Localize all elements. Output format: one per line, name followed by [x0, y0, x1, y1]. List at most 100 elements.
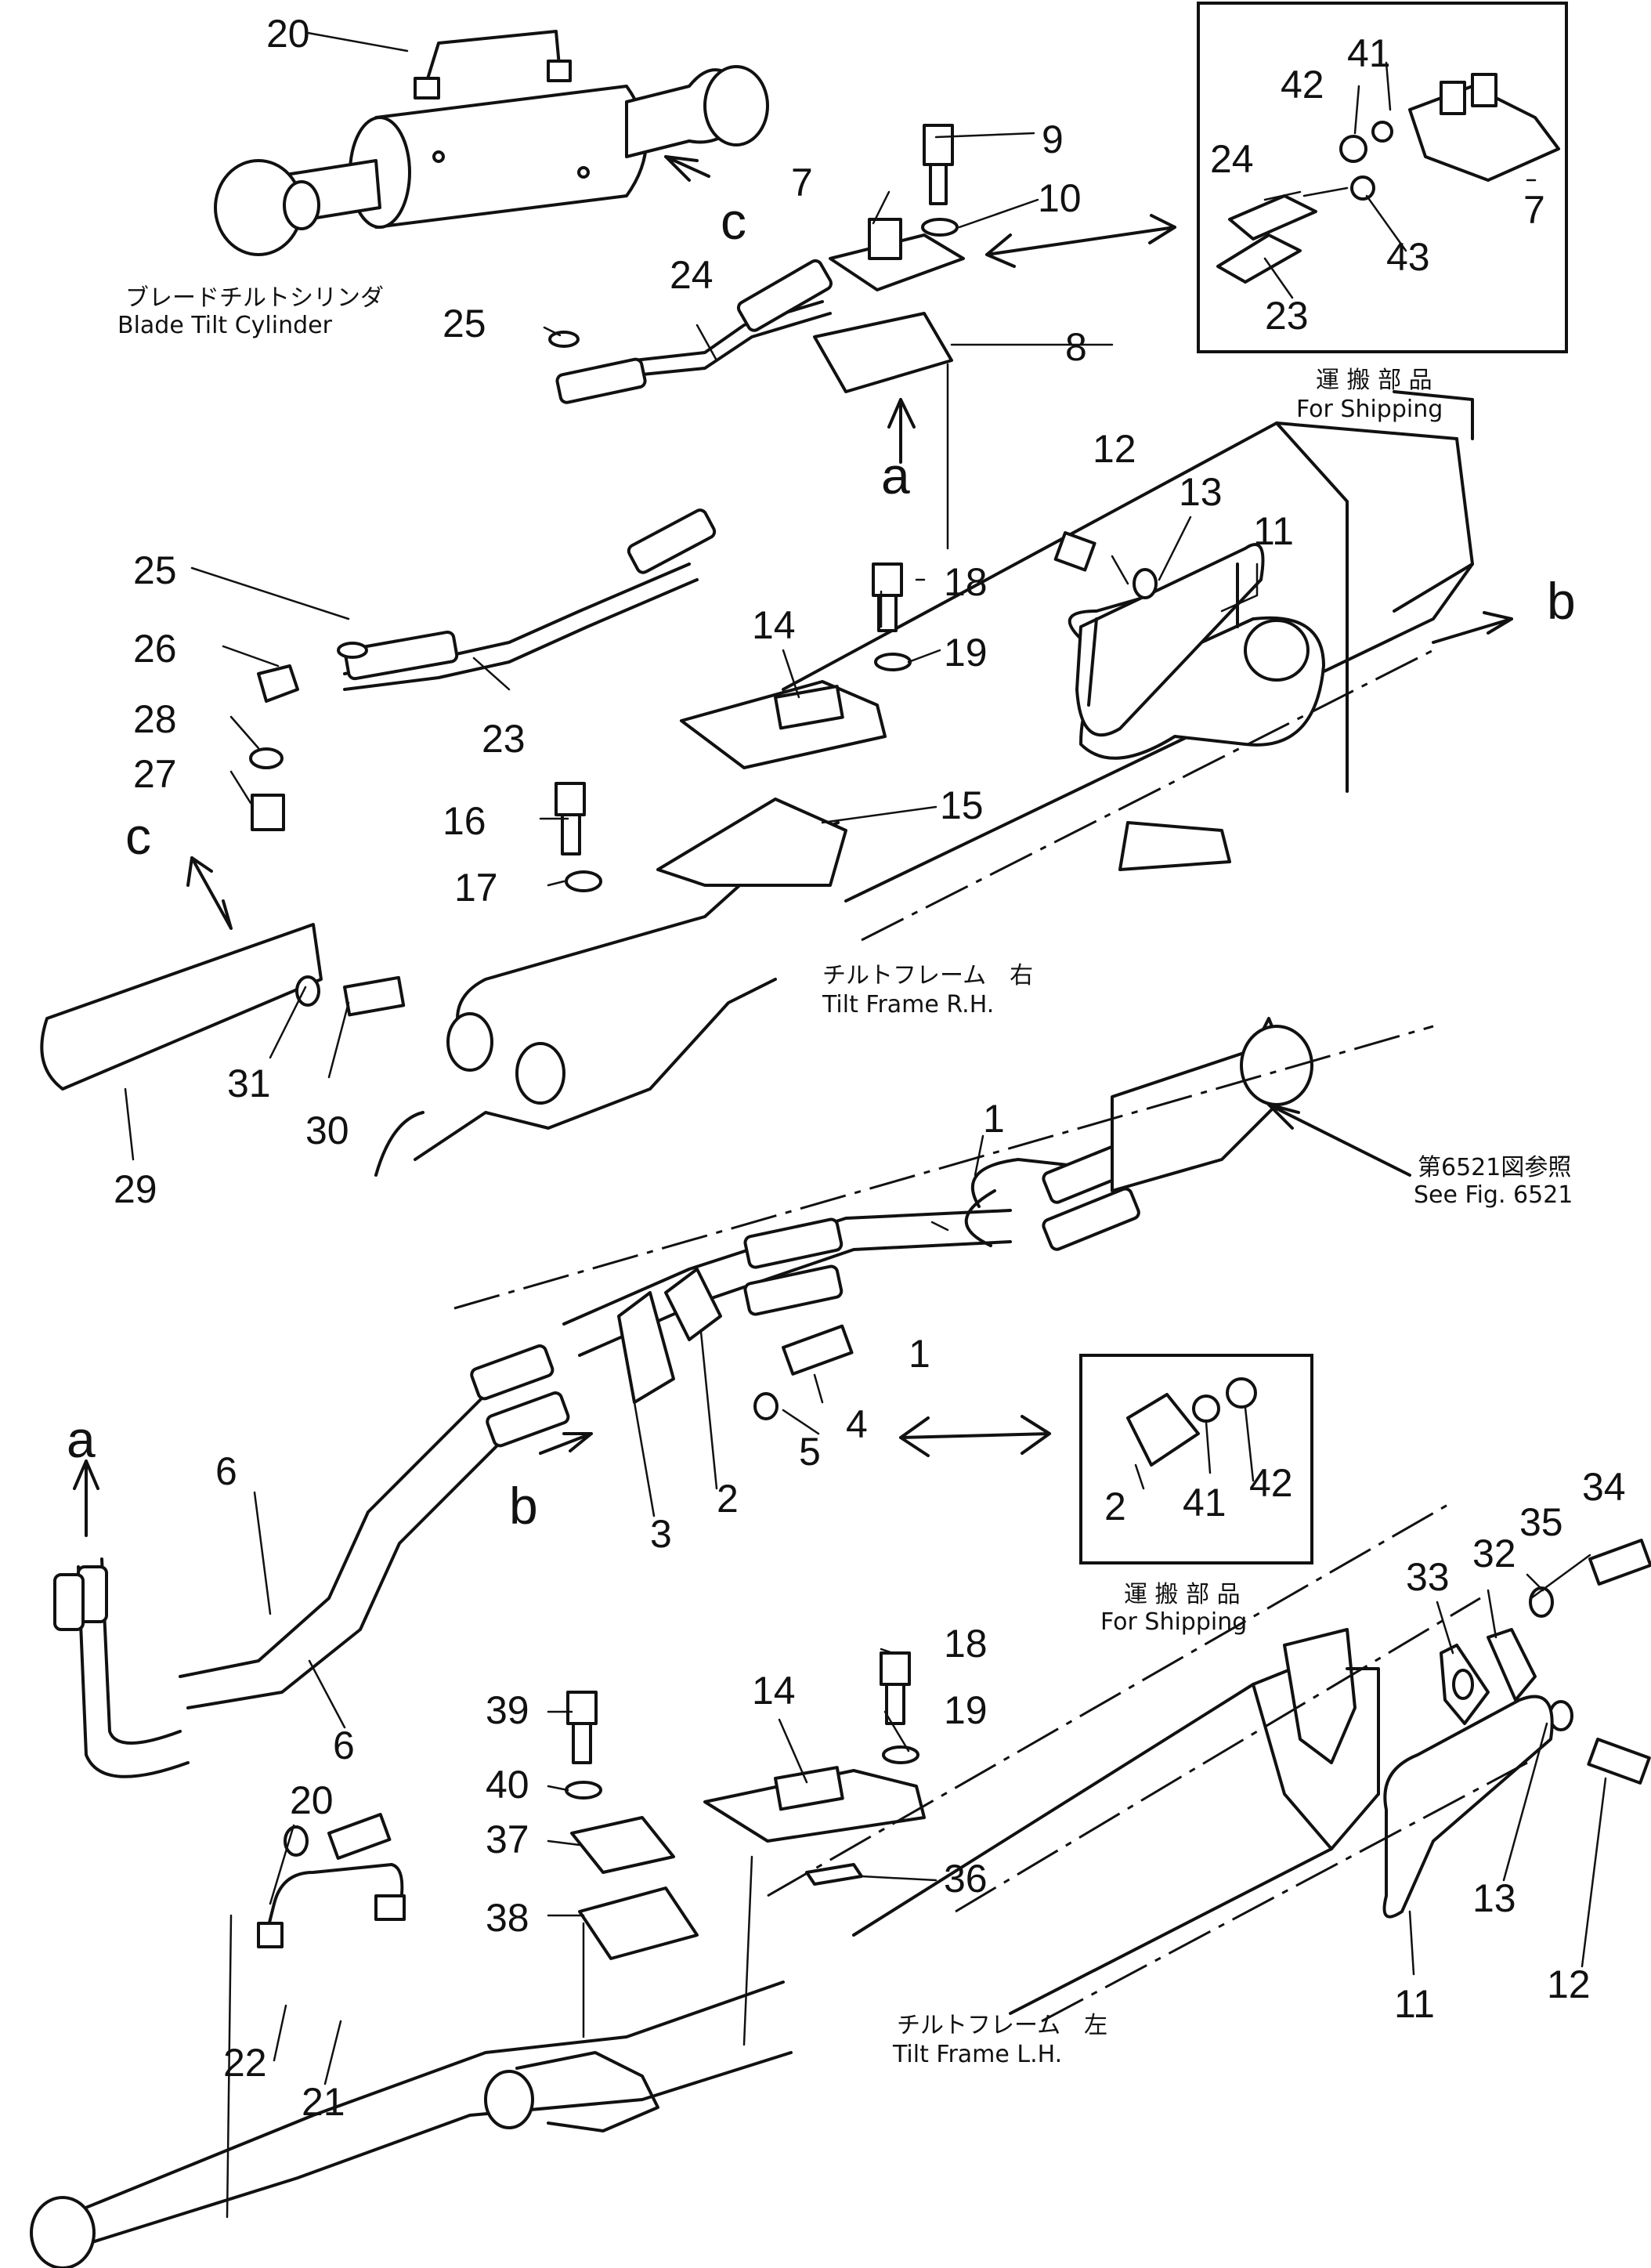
- caption-see-fig-jp: 第6521図参照: [1418, 1154, 1571, 1181]
- leader-lines: [124, 31, 1607, 2219]
- caption-tilt-frame-lh-jp: チルトフレーム 左: [897, 2012, 1107, 2039]
- callout-40: 40: [486, 1763, 529, 1807]
- callout-41: 41: [1347, 31, 1391, 75]
- double-arrow-2: [899, 1415, 1051, 1457]
- caption-tilt-frame-rh-en: Tilt Frame R.H.: [822, 991, 994, 1018]
- handle-20-bottom: [265, 1863, 404, 1937]
- ref-a-top: a: [881, 447, 910, 505]
- ref-c-left: c: [125, 807, 151, 865]
- callout-25-mid: 25: [133, 548, 177, 592]
- gasket-38: [578, 1886, 699, 1960]
- callout-43: 43: [1386, 235, 1430, 279]
- callout-6-left: 6: [215, 1449, 237, 1493]
- callout-1-bottom: 1: [909, 1332, 930, 1376]
- ref-b-right: b: [1547, 572, 1576, 630]
- gasket-3: [617, 1291, 675, 1404]
- shipping-box-1: [1197, 2, 1568, 353]
- callout-9: 9: [1042, 118, 1064, 161]
- caption-tilt-frame-lh-en: Tilt Frame L.H.: [892, 2041, 1062, 2068]
- hoses: [77, 300, 1161, 1778]
- caption-tilt-frame-rh-jp: チルトフレーム 右: [822, 962, 1033, 989]
- callout-21: 21: [302, 2080, 345, 2124]
- caption-shipping-2-jp: 運 搬 部 品: [1124, 1581, 1241, 1608]
- callout-14-bottom: 14: [752, 1669, 796, 1713]
- plate-32: [1487, 1628, 1537, 1702]
- caption-cylinder-en: Blade Tilt Cylinder: [117, 312, 333, 339]
- callout-20-bottom: 20: [290, 1778, 334, 1822]
- tilt-frame-lh-drawing: [30, 1628, 1380, 2268]
- centerline-1: [453, 1025, 1434, 1310]
- callout-31: 31: [227, 1062, 271, 1105]
- blade-tilt-cylinder-drawing: [214, 30, 769, 256]
- callout-35: 35: [1519, 1500, 1563, 1544]
- caption-shipping-2-en: For Shipping: [1100, 1608, 1247, 1636]
- callout-24-box: 24: [1210, 137, 1254, 181]
- callout-numbers: 20 9 10 7 41 42 24 7 43 23 25 24 8 12 13…: [114, 12, 1626, 2124]
- plate-36: [805, 1863, 863, 1886]
- callout-2: 2: [717, 1477, 739, 1521]
- callout-36: 36: [944, 1857, 988, 1901]
- callout-17: 17: [454, 866, 498, 910]
- callout-20: 20: [266, 12, 310, 56]
- callout-38: 38: [486, 1896, 529, 1940]
- shipping-box-1-parts: [1216, 73, 1560, 284]
- callout-10: 10: [1038, 176, 1082, 220]
- flange-2: [664, 1268, 722, 1341]
- hose-fittings: [53, 259, 1140, 1631]
- callout-11-bottom: 11: [1394, 1982, 1435, 2026]
- callout-30: 30: [305, 1109, 349, 1152]
- callout-12-bottom: 12: [1547, 1962, 1591, 2006]
- callout-23: 23: [482, 717, 526, 761]
- plate-37: [570, 1816, 675, 1874]
- callout-18-bottom: 18: [944, 1622, 988, 1666]
- callout-18-top: 18: [944, 560, 988, 604]
- end-cap-11-bottom: [1382, 1695, 1554, 1919]
- centerline-4: [1041, 1761, 1528, 2023]
- bracket-15: [656, 798, 847, 887]
- callout-3: 3: [650, 1512, 672, 1556]
- ref-b-mid: b: [509, 1477, 538, 1535]
- callout-37: 37: [486, 1818, 529, 1861]
- direction-arrows: [73, 155, 1513, 1537]
- callout-12-top: 12: [1093, 427, 1136, 471]
- gasket-8: [813, 312, 953, 393]
- callout-1-top: 1: [983, 1097, 1005, 1141]
- ref-c-top: c: [721, 192, 746, 250]
- callout-19-top: 19: [944, 631, 988, 675]
- caption-shipping-1-jp: 運 搬 部 品: [1316, 367, 1432, 394]
- double-arrow-1: [985, 214, 1176, 268]
- callout-42-box: 42: [1249, 1461, 1293, 1505]
- callout-16: 16: [443, 799, 486, 843]
- callout-29: 29: [114, 1167, 157, 1211]
- callout-7-box: 7: [1523, 188, 1545, 232]
- ref-a-left: a: [67, 1410, 96, 1468]
- callout-4: 4: [846, 1402, 868, 1446]
- shipping-box-2-parts: [1126, 1377, 1257, 1467]
- callout-32: 32: [1472, 1532, 1516, 1575]
- caption-shipping-1-en: For Shipping: [1296, 396, 1443, 423]
- callout-42: 42: [1281, 63, 1324, 107]
- end-cap-11-top: [1075, 543, 1265, 737]
- callout-22: 22: [223, 2041, 267, 2085]
- callout-6-right: 6: [333, 1724, 355, 1767]
- callout-8: 8: [1065, 325, 1087, 369]
- cover-29: [40, 923, 323, 1091]
- callout-34: 34: [1582, 1465, 1626, 1509]
- callout-13-top: 13: [1179, 470, 1223, 514]
- callout-33: 33: [1406, 1555, 1450, 1599]
- callout-19-bottom: 19: [944, 1688, 988, 1732]
- callout-26: 26: [133, 627, 177, 671]
- callout-13-bottom: 13: [1472, 1876, 1516, 1920]
- caption-cylinder-jp: ブレードチルトシリンダ: [125, 284, 384, 312]
- shipping-box-2: [1079, 1354, 1313, 1564]
- caption-see-fig-en: See Fig. 6521: [1414, 1181, 1573, 1209]
- callout-39: 39: [486, 1688, 529, 1732]
- callout-14-top: 14: [752, 603, 796, 647]
- callout-25-top: 25: [443, 302, 486, 345]
- centerline-5: [861, 649, 1434, 942]
- centerline-3: [767, 1503, 1450, 1897]
- callout-15: 15: [940, 783, 984, 827]
- callout-28: 28: [133, 697, 177, 741]
- callout-11-top: 11: [1253, 509, 1294, 553]
